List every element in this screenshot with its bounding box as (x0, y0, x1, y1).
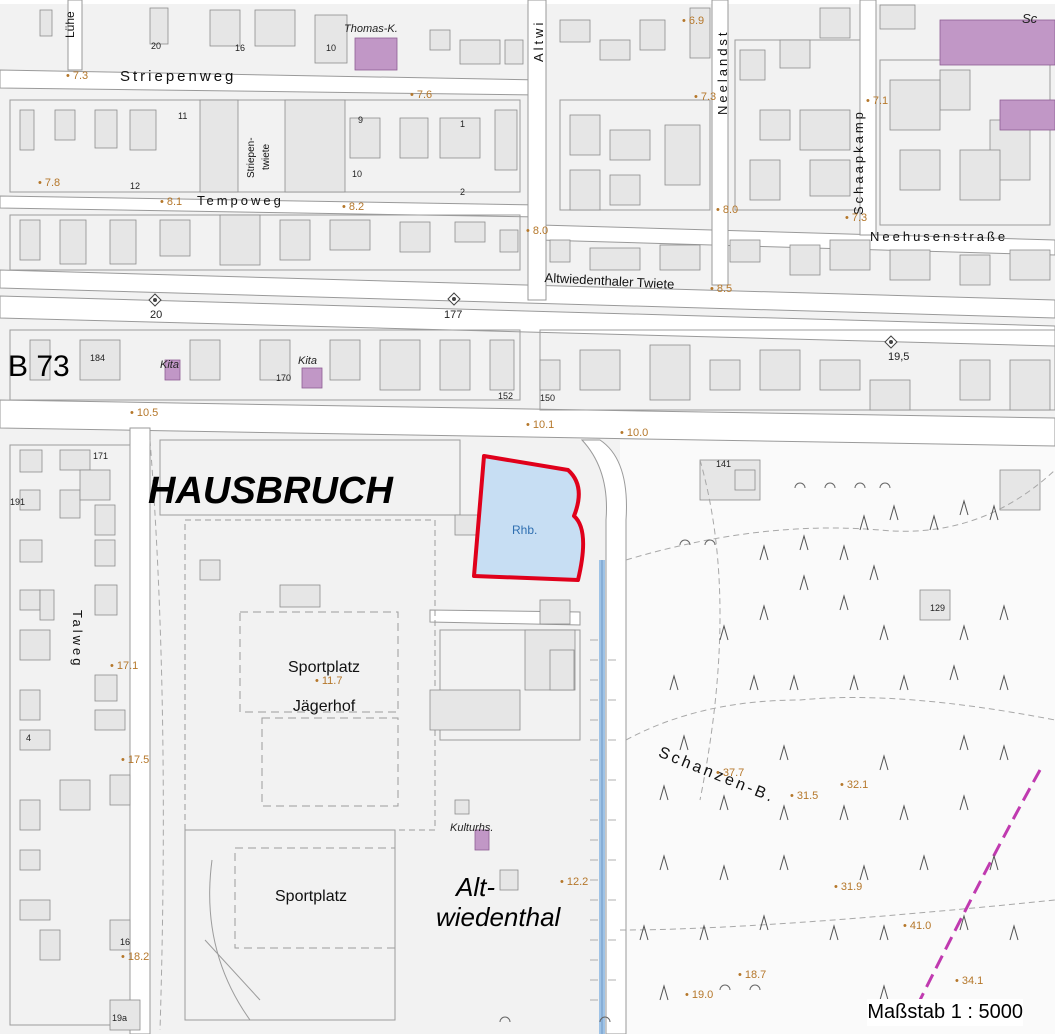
street-tempoweg: Tempoweg (197, 193, 284, 208)
label-kita-2: Kita (298, 355, 317, 367)
survey-marker-label: 20 (150, 309, 163, 321)
elevation-label: 7.8 (38, 178, 60, 189)
house-number: 4 (26, 733, 32, 743)
house-number: 12 (130, 181, 141, 191)
district-name: Alt- wiedenthal (436, 872, 560, 933)
elevation-label: 7.3 (66, 71, 88, 82)
elevation-label: 7.3 (694, 92, 716, 103)
sportplatz-jaegerhof-line2: Jägerhof (292, 698, 356, 716)
street-schaapkamp: Schaapkamp (851, 109, 866, 215)
elevation-label: 17.5 (121, 755, 149, 766)
elevation-label: 8.1 (160, 197, 182, 208)
elevation-label: 31.5 (790, 791, 818, 802)
house-number: 191 (10, 497, 26, 507)
house-number: 20 (151, 41, 162, 51)
house-number: 1 (460, 119, 466, 129)
survey-marker-icon (148, 292, 898, 349)
elevation-label: 34.1 (955, 976, 983, 987)
elevation-label: 12.2 (560, 877, 588, 888)
boundary-line (918, 769, 1042, 1001)
district-line2: wiedenthal (436, 901, 561, 932)
house-number: 9 (358, 115, 364, 125)
elevation-label: 18.2 (121, 952, 149, 963)
elevation-label: 19.0 (685, 990, 713, 1001)
elevation-label: 11.7 (315, 676, 343, 687)
shrub-symbol-icon (499, 482, 891, 1023)
sportplatz-label: Sportplatz (275, 888, 348, 905)
survey-marker-label: 19,5 (888, 351, 910, 363)
retention-basin[interactable] (472, 454, 586, 582)
house-number: 141 (716, 459, 732, 469)
house-number: 184 (90, 353, 106, 363)
embankment-hatching (590, 639, 616, 1001)
elevation-label: 32.1 (840, 780, 868, 791)
street-neehusenstrasse: Neehusenstraße (870, 229, 1009, 244)
house-number: 150 (540, 393, 556, 403)
house-number: 11 (178, 111, 188, 121)
house-number: 171 (93, 451, 109, 461)
house-number: 129 (930, 603, 946, 613)
district-line1: Alt- (456, 872, 495, 902)
elevation-label: 37.7 (716, 768, 744, 779)
house-number: 16 (120, 937, 131, 947)
elevation-label: 18.7 (738, 970, 766, 981)
label-kita-1: Kita (160, 359, 179, 371)
label-thomas-k: Thomas-K. (344, 23, 398, 35)
route-label: B 73 (8, 350, 70, 383)
street-neelandst: Neelandst (715, 29, 730, 115)
elevation-label: 8.2 (342, 202, 364, 213)
street-twiete: twiete (261, 143, 272, 170)
sportplatz-jaegerhof-line1: Sportplatz (288, 659, 361, 676)
house-number: 2 (460, 187, 466, 197)
elevation-label: 8.0 (716, 205, 738, 216)
scale-label: Maßstab 1 : 5000 (867, 999, 1023, 1026)
elevation-label: 31.9 (834, 882, 862, 893)
elevation-label: 8.0 (526, 226, 548, 237)
elevation-label: 7.3 (845, 213, 867, 224)
elevation-label: 7.6 (410, 90, 432, 101)
street-striepenweg: Striepenweg (120, 68, 237, 85)
house-number: 170 (276, 373, 292, 383)
elevation-label: 6.9 (682, 16, 704, 27)
survey-marker-label: 177 (444, 309, 463, 321)
elevation-label: 8.5 (710, 284, 732, 295)
house-number: 10 (326, 43, 337, 53)
block-outlines (9, 39, 1055, 1026)
street-altwi: Altwi (531, 19, 546, 62)
street-luhe: Lühe (63, 11, 77, 38)
elevation-label: 7.1 (866, 96, 888, 107)
label-kulturhaus: Kulturhs. (450, 822, 494, 834)
buildings (19, 4, 1051, 1031)
house-number: 19a (112, 1013, 128, 1023)
house-number: 16 (235, 43, 246, 53)
special-buildings (164, 19, 1055, 851)
street-talweg: Talweg (70, 610, 85, 669)
elevation-label: 41.0 (903, 921, 931, 932)
elevation-label: 10.0 (620, 428, 648, 439)
forest-paths (149, 439, 1055, 1031)
house-number: 10 (352, 169, 363, 179)
district-title: HAUSBRUCH (148, 470, 393, 512)
house-number: 152 (498, 391, 514, 401)
tree-symbol-icon (639, 499, 1019, 1001)
elevation-label: 10.1 (526, 420, 554, 431)
label-sc: Sc (1022, 11, 1038, 26)
label-retention-basin: Rhb. (512, 523, 538, 537)
sports-track-outlines (204, 859, 261, 1021)
street-striepen: Striepen- (246, 137, 257, 178)
sportplatz-jaegerhof-label: Sportplatz Jägerhof (288, 658, 360, 716)
elevation-label: 17.1 (110, 661, 138, 672)
elevation-label: 10.5 (130, 408, 158, 419)
